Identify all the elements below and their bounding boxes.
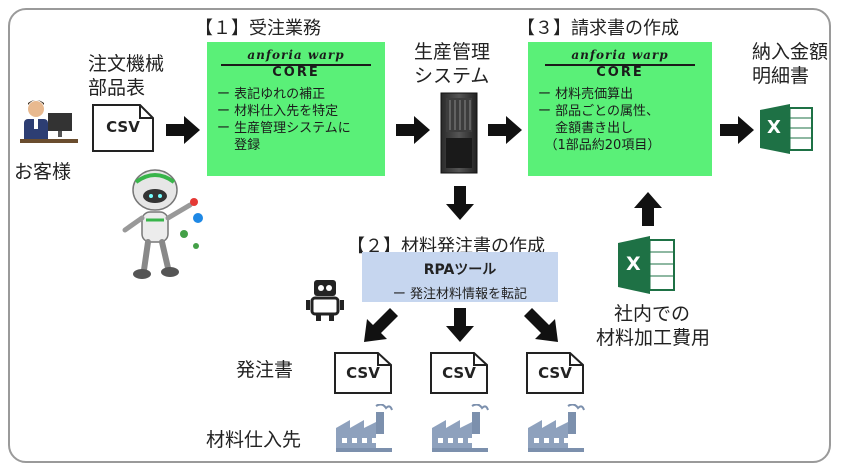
order-csv-file-icon: CSV — [526, 352, 584, 394]
order-csv-label: CSV — [538, 364, 572, 382]
step1-core-box: anforia warp CORE ー 表記ゆれの補正 ー 材料仕入先を特定 ー… — [207, 42, 385, 176]
arrow-right-icon — [720, 116, 754, 144]
excel-output-icon: X — [760, 104, 814, 154]
excel-output-letter: X — [767, 117, 781, 138]
diagram-frame — [8, 8, 831, 463]
input-csv-label: CSV — [106, 118, 140, 136]
arrow-right-icon — [166, 116, 200, 144]
step1-bullet: 登録 — [217, 138, 261, 153]
internal-cost-label-1: 社内での — [614, 303, 691, 325]
step1-title: 【１】受注業務 — [195, 18, 321, 39]
orders-label: 発注書 — [236, 359, 294, 381]
excel-internal-icon: X — [618, 236, 676, 294]
step2-title: 【２】材料発注書の作成 — [347, 236, 545, 257]
factory-icon — [526, 403, 586, 454]
rpa-tool-title: RPAツール — [423, 262, 497, 278]
arrow-down-icon — [446, 186, 474, 220]
arrow-up-icon — [634, 192, 662, 226]
rpa-tool-box: RPAツール ー 発注材料情報を転記 — [362, 252, 558, 302]
arrow-down-right-icon — [524, 308, 558, 342]
rpa-robot-icon — [304, 278, 346, 322]
step3-bullet: 金額書き出し — [538, 121, 634, 136]
factory-icon — [430, 403, 490, 454]
input-doc-label-2: 部品表 — [88, 77, 146, 99]
step1-bullet: ー 材料仕入先を特定 — [217, 104, 339, 119]
customer-icon — [20, 95, 80, 150]
production-system-label-2: システム — [414, 65, 490, 87]
step1-logo: anforia warp CORE — [217, 48, 375, 80]
suppliers-label: 材料仕入先 — [206, 429, 302, 451]
step3-bullet: （1部品約20項目） — [538, 138, 661, 153]
arrow-down-left-icon — [364, 308, 398, 342]
arrow-right-icon — [396, 116, 430, 144]
step3-logo-core: CORE — [596, 65, 644, 80]
order-csv-label: CSV — [346, 364, 380, 382]
step1-logo-core: CORE — [272, 65, 320, 80]
step3-logo: anforia warp CORE — [538, 48, 702, 80]
arrow-right-icon — [488, 116, 522, 144]
internal-cost-label-2: 材料加工費用 — [596, 327, 711, 349]
step1-bullet: ー 生産管理システムに — [217, 121, 351, 136]
input-doc-label-1: 注文機械 — [88, 53, 165, 75]
production-system-label-1: 生産管理 — [414, 41, 491, 63]
customer-label: お客様 — [14, 161, 72, 183]
step1-bullets: ー 表記ゆれの補正 ー 材料仕入先を特定 ー 生産管理システムに 登録 — [217, 86, 375, 154]
step3-bullet: ー 部品ごとの属性、 — [538, 104, 660, 119]
step1-bullet: ー 表記ゆれの補正 — [217, 87, 326, 102]
rpa-tool-bullet: ー 発注材料情報を転記 — [392, 287, 528, 302]
order-csv-label: CSV — [442, 364, 476, 382]
step3-bullets: ー 材料売価算出 ー 部品ごとの属性、 金額書き出し （1部品約20項目） — [538, 86, 702, 154]
robot-mascot-icon — [110, 160, 210, 285]
step3-core-box: anforia warp CORE ー 材料売価算出 ー 部品ごとの属性、 金額… — [528, 42, 712, 176]
step3-title: 【３】請求書の作成 — [517, 18, 679, 39]
factory-icon — [334, 403, 394, 454]
step3-logo-top: anforia warp — [571, 48, 669, 62]
step1-logo-top: anforia warp — [247, 48, 345, 62]
step3-bullet: ー 材料売価算出 — [538, 87, 634, 102]
arrow-down-icon — [446, 308, 474, 342]
input-csv-file-icon: CSV — [92, 104, 154, 152]
output-doc-label-2: 明細書 — [752, 65, 810, 87]
order-csv-file-icon: CSV — [430, 352, 488, 394]
order-csv-file-icon: CSV — [334, 352, 392, 394]
excel-internal-letter: X — [626, 253, 641, 275]
server-icon — [440, 92, 478, 174]
output-doc-label-1: 納入金額 — [752, 41, 829, 63]
